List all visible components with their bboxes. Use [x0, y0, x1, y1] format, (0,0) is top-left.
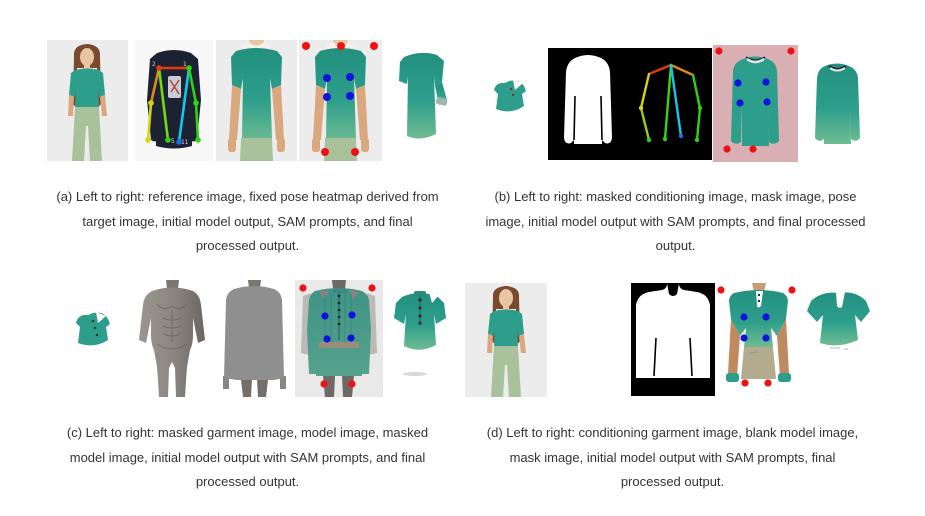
caption-line: processed output. — [620, 474, 725, 489]
caption-line: (c) Left to right: masked garment image,… — [66, 425, 429, 440]
caption-line: (a) Left to right: reference image, fixe… — [56, 189, 439, 204]
caption-line: processed output. — [195, 474, 300, 489]
initial-output-with-sam-prompts-image — [295, 280, 383, 397]
joint-label: 1 — [183, 61, 187, 68]
joint-label: 5 — [171, 138, 175, 145]
sam-point-prompts — [299, 284, 376, 388]
masked-garment-image — [76, 312, 110, 346]
final-processed-output-image — [399, 52, 448, 139]
initial-output-with-sam-prompts-image — [716, 283, 801, 396]
pose-skeleton — [146, 66, 200, 144]
initial-output-with-sam-prompts-image — [713, 45, 798, 162]
pose-joints — [145, 65, 201, 145]
caption-line: model image, initial model output with S… — [69, 449, 426, 465]
sam-prompts-image — [299, 40, 382, 161]
model-image — [130, 280, 215, 397]
caption-line: output. — [655, 238, 696, 253]
buttons — [337, 294, 341, 326]
pose-skeleton — [639, 63, 702, 142]
pose-joints — [638, 105, 703, 143]
masked-conditioning-image — [494, 80, 526, 112]
caption-b: (b) Left to right: masked conditioning i… — [463, 185, 888, 259]
caption-line: (d) Left to right: conditioning garment … — [486, 425, 859, 440]
reference-image — [47, 40, 128, 161]
caption-line: (b) Left to right: masked conditioning i… — [494, 189, 857, 204]
conditioning-garment-image — [465, 283, 547, 397]
buttons — [418, 298, 422, 325]
sam-point-prompts — [302, 42, 378, 156]
joint-label: 11 — [181, 139, 189, 146]
final-processed-output-image — [807, 292, 870, 350]
initial-model-output-image — [216, 40, 297, 161]
muscle-shading — [156, 303, 188, 350]
mask-image — [548, 48, 628, 160]
joint-label: 2 — [152, 61, 156, 68]
caption-line: mask image, initial model output with SA… — [509, 449, 836, 465]
sam-point-prompts — [715, 47, 795, 153]
caption-line: target image, initial model output, SAM … — [82, 213, 413, 229]
mask-image — [631, 283, 715, 396]
caption-d: (d) Left to right: conditioning garment … — [460, 421, 885, 495]
caption-a: (a) Left to right: reference image, fixe… — [30, 185, 465, 259]
final-processed-output-image — [394, 291, 446, 376]
blank-model-image — [551, 283, 629, 396]
caption-line: processed output. — [195, 238, 300, 253]
pose-image — [628, 48, 712, 160]
sam-point-prompts — [717, 286, 796, 387]
caption-line: image, initial model output with SAM pro… — [485, 213, 866, 229]
caption-c: (c) Left to right: masked garment image,… — [30, 421, 465, 495]
final-processed-output-image — [815, 63, 860, 144]
masked-model-image — [217, 280, 292, 397]
fixed-pose-heatmap-image: 2 1 5 11 — [135, 40, 213, 161]
